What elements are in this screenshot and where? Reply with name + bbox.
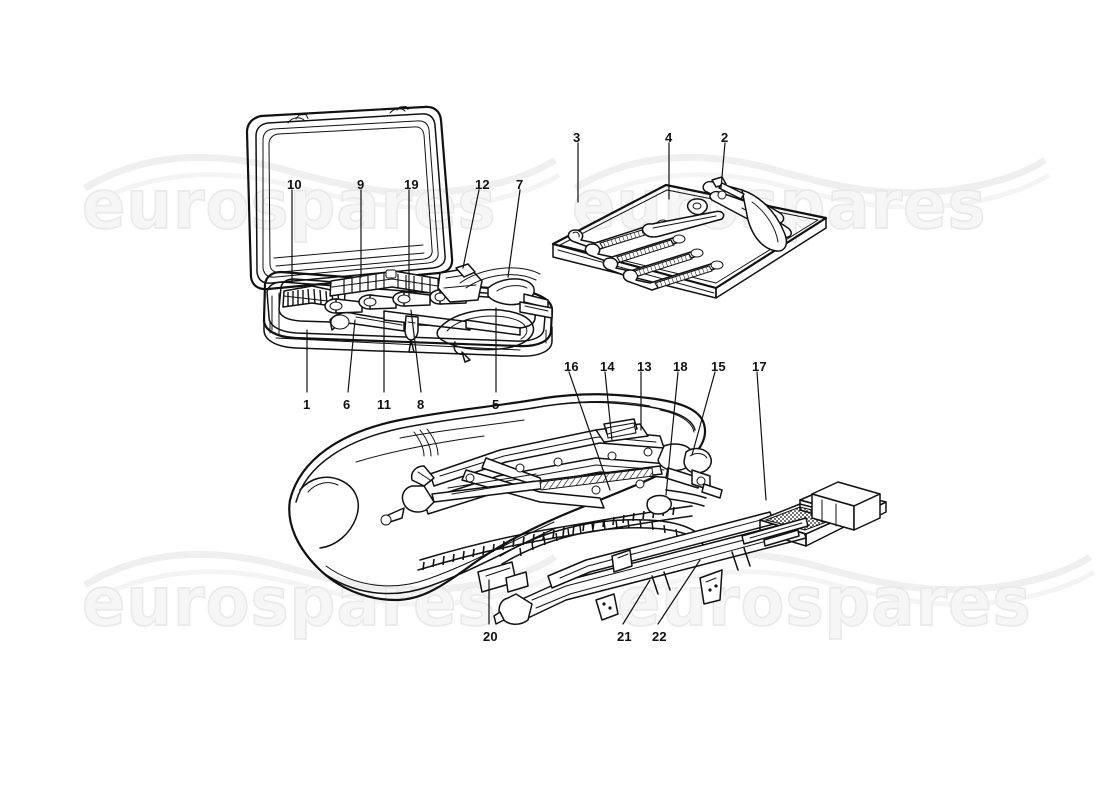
leader-line-6: [347, 319, 356, 393]
jack-crank-bracket: [646, 447, 723, 515]
case-screwdriver: [383, 310, 521, 353]
leader-line-22: [657, 559, 701, 625]
callout-label-16: 16: [564, 359, 579, 374]
handle-bar-assembly: [493, 511, 807, 625]
case-tray-rim: [278, 278, 537, 329]
callout-label-14: 14: [600, 359, 615, 374]
leader-line-17: [756, 371, 767, 501]
tray-pliers: [702, 180, 792, 252]
case-right-detail: [519, 301, 553, 319]
callout-label-19: 19: [404, 177, 419, 192]
callout-label-17: 17: [752, 359, 767, 374]
jack-bag-group: [288, 393, 887, 625]
leader-lines: [291, 142, 767, 625]
case-base: [262, 270, 554, 357]
tool-case-group: [245, 105, 554, 363]
bag-corner-hardware: [595, 593, 619, 621]
jack-clamp-block: [741, 481, 887, 547]
wrench-tray-group: [551, 176, 828, 299]
leader-line-18: [665, 371, 679, 496]
callout-label-18: 18: [673, 359, 688, 374]
leader-line-12: [462, 189, 480, 269]
case-right-tool: [487, 278, 549, 309]
tray-wrenches: [567, 219, 724, 291]
leader-line-7: [507, 189, 521, 278]
callout-label-3: 3: [573, 130, 581, 145]
callout-label-1: 1: [303, 397, 311, 412]
leader-line-14: [604, 371, 613, 441]
callout-label-10: 10: [287, 177, 302, 192]
leader-line-8: [410, 309, 422, 393]
leader-line-16: [568, 371, 611, 491]
callout-label-21: 21: [617, 629, 632, 644]
callout-label-11: 11: [377, 397, 392, 412]
scissor-jack: [380, 418, 701, 526]
callout-label-13: 13: [637, 359, 652, 374]
callout-label-15: 15: [711, 359, 726, 374]
callout-label-6: 6: [343, 397, 351, 412]
callout-label-12: 12: [475, 177, 490, 192]
leader-line-21: [622, 579, 651, 625]
case-handle-tool: [329, 311, 405, 332]
leader-line-15: [691, 371, 716, 456]
case-interior-arc: [459, 267, 541, 289]
case-loop-part: [436, 309, 535, 363]
tray-combination-wrench: [641, 198, 725, 238]
leader-line-2: [720, 142, 726, 189]
callout-label-7: 7: [516, 177, 524, 192]
callout-label-9: 9: [357, 177, 365, 192]
callout-label-20: 20: [483, 629, 498, 644]
callout-label-22: 22: [652, 629, 667, 644]
callout-label-5: 5: [492, 397, 500, 412]
tray-small-bolt: [711, 176, 745, 200]
callout-label-8: 8: [417, 397, 425, 412]
case-lid: [245, 105, 454, 291]
callout-label-4: 4: [665, 130, 673, 145]
callout-label-2: 2: [721, 130, 729, 145]
